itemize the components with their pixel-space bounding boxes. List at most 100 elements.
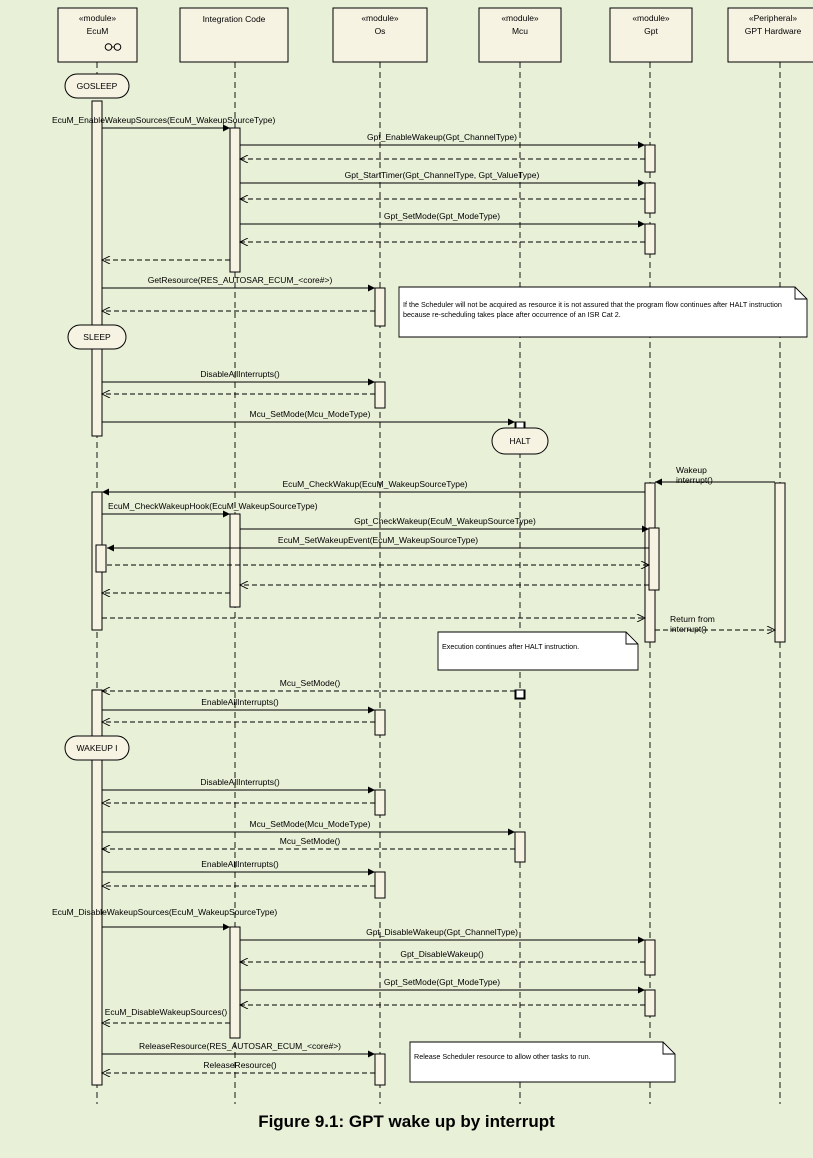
message-m40: ReleaseResource() <box>102 1060 375 1073</box>
message-label: EnableAllInterrupts() <box>201 859 279 869</box>
message-m31: EnableAllInterrupts() <box>102 859 375 876</box>
activation-bar-mcu <box>514 831 526 863</box>
lifeline-name: Gpt <box>644 26 658 36</box>
state-sleep: SLEEP <box>67 324 127 350</box>
activation-bar-os <box>374 287 386 327</box>
message-label: Gpt_DisableWakeup(Gpt_ChannelType) <box>366 927 518 937</box>
message-m35: Gpt_DisableWakeup() <box>240 949 645 962</box>
message-label: EcuM_DisableWakeupSources() <box>105 1007 228 1017</box>
message-label: Gpt_DisableWakeup() <box>400 949 483 959</box>
message-m34: Gpt_DisableWakeup(Gpt_ChannelType) <box>240 927 645 944</box>
message-label: GetResource(RES_AUTOSAR_ECUM_<core#>) <box>148 275 333 285</box>
message-m06: Gpt_SetMode(Gpt_ModeType) <box>240 211 645 228</box>
lifeline-stereotype: «module» <box>501 13 539 23</box>
figure-caption: Figure 9.1: GPT wake up by interrupt <box>258 1112 555 1131</box>
message-m14: EcuM_CheckWakup(EcuM_WakeupSourceType) <box>102 479 645 496</box>
note-n1: If the Scheduler will not be acquired as… <box>398 286 808 338</box>
message-label: EcuM_DisableWakeupSources(EcuM_WakeupSou… <box>52 907 277 917</box>
lifeline-name: EcuM <box>87 26 109 36</box>
activation-bar-hw <box>774 482 786 643</box>
message-label: Gpt_CheckWakeup(EcuM_WakeupSourceType) <box>354 516 536 526</box>
activation-bar-gpt <box>644 182 656 214</box>
lifeline-stereotype: «module» <box>361 13 399 23</box>
message-m09: GetResource(RES_AUTOSAR_ECUM_<core#>) <box>102 275 375 292</box>
lifeline-name: Os <box>375 26 386 36</box>
lifeline-name: Mcu <box>512 26 528 36</box>
message-label: Gpt_SetMode(Gpt_ModeType) <box>384 211 500 221</box>
note-n2: Execution continues after HALT instructi… <box>437 631 639 671</box>
state-label: HALT <box>509 436 530 446</box>
lifeline-name: Integration Code <box>203 14 266 24</box>
message-m36: Gpt_SetMode(Gpt_ModeType) <box>240 977 645 994</box>
state-wakeup: WAKEUP I <box>64 735 130 761</box>
state-label: GOSLEEP <box>77 81 118 91</box>
activation-bar-int <box>229 926 241 1039</box>
message-m27: DisableAllInterrupts() <box>102 777 375 794</box>
activation-bar-os <box>374 709 386 736</box>
sequence-diagram: GOSLEEP SLEEP HALT WAKEUP I If the Schedule… <box>52 7 813 1104</box>
activation-bar-os <box>374 789 386 816</box>
activation-bar-os <box>374 871 386 899</box>
message-m24: Mcu_SetMode() <box>102 678 515 691</box>
lifeline-stereotype: «Peripheral» <box>749 13 797 23</box>
message-m04: Gpt_StartTimer(Gpt_ChannelType, Gpt_Valu… <box>240 170 645 187</box>
state-gosleep: GOSLEEP <box>64 73 130 99</box>
activation-bar-gpt <box>644 223 656 255</box>
message-m39: ReleaseResource(RES_AUTOSAR_ECUM_<core#>… <box>102 1041 375 1058</box>
message-label: Gpt_StartTimer(Gpt_ChannelType, Gpt_Valu… <box>345 170 540 180</box>
message-label: Mcu_SetMode() <box>280 678 341 688</box>
lifeline-header-gpt: «module» Gpt <box>609 7 693 63</box>
note-text: Execution continues after HALT instructi… <box>442 642 580 651</box>
activation-bar-os <box>374 1053 386 1086</box>
note-n3: Release Scheduler resource to allow othe… <box>409 1041 676 1083</box>
message-label: EcuM_CheckWakeupHook(EcuM_WakeupSourceTy… <box>108 501 318 511</box>
message-label: ReleaseResource() <box>203 1060 276 1070</box>
message-m29: Mcu_SetMode(Mcu_ModeType) <box>102 819 515 836</box>
activation-bar-gpt <box>644 144 656 173</box>
message-label: DisableAllInterrupts() <box>200 777 280 787</box>
message-m33: EcuM_DisableWakeupSources(EcuM_WakeupSou… <box>52 907 277 931</box>
activation-bar-gpt <box>644 939 656 976</box>
message-m13: Mcu_SetMode(Mcu_ModeType) <box>102 409 515 426</box>
note-text: If the Scheduler will not be acquired as… <box>403 300 782 319</box>
activation-bar-gpt <box>644 989 656 1017</box>
message-m01: EcuM_EnableWakeupSources(EcuM_WakeupSour… <box>52 115 275 132</box>
message-m16: Gpt_CheckWakeup(EcuM_WakeupSourceType) <box>240 516 649 533</box>
state-label: WAKEUP I <box>76 743 117 753</box>
message-label: DisableAllInterrupts() <box>200 369 280 379</box>
activation-bar-ecum <box>91 100 103 437</box>
state-halt: HALT <box>491 427 549 455</box>
activation-bar-int <box>229 127 241 273</box>
lifeline-name: GPT Hardware <box>745 26 802 36</box>
message-m38: EcuM_DisableWakeupSources() <box>102 1007 230 1023</box>
message-m02: Gpt_EnableWakeup(Gpt_ChannelType) <box>240 132 645 149</box>
lifeline-stereotype: «module» <box>632 13 670 23</box>
message-m30: Mcu_SetMode() <box>102 836 515 849</box>
message-label: EcuM_SetWakeupEvent(EcuM_WakeupSourceTyp… <box>278 535 478 545</box>
lifeline-header-int: Integration Code <box>179 7 289 63</box>
message-m25: EnableAllInterrupts() <box>102 697 375 714</box>
activation-bar-ecum <box>95 544 107 573</box>
message-label: Mcu_SetMode() <box>280 836 341 846</box>
message-label: Gpt_EnableWakeup(Gpt_ChannelType) <box>367 132 517 142</box>
message-m15: EcuM_CheckWakeupHook(EcuM_WakeupSourceTy… <box>102 501 318 518</box>
component-icon <box>104 43 122 51</box>
lifeline-header-mcu: «module» Mcu <box>478 7 562 63</box>
message-label: Mcu_SetMode(Mcu_ModeType) <box>250 409 371 419</box>
message-label: EcuM_CheckWakup(EcuM_WakeupSourceType) <box>282 479 467 489</box>
mcu-return-marker <box>515 689 525 699</box>
lifeline-header-ecum: «module»EcuM <box>57 7 138 63</box>
activation-bar-gpt <box>648 527 660 591</box>
note-text: Release Scheduler resource to allow othe… <box>414 1052 591 1061</box>
lifeline-header-os: «module» Os <box>332 7 428 63</box>
message-m11: DisableAllInterrupts() <box>102 369 375 386</box>
message-label: Mcu_SetMode(Mcu_ModeType) <box>250 819 371 829</box>
activation-bar-int <box>229 513 241 608</box>
message-m17: EcuM_SetWakeupEvent(EcuM_WakeupSourceTyp… <box>107 535 649 552</box>
message-label: EnableAllInterrupts() <box>201 697 279 707</box>
